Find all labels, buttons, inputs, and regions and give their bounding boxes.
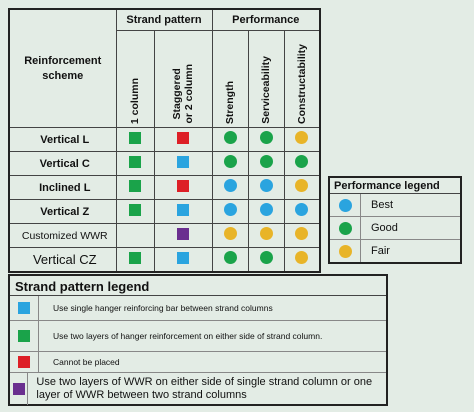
rating-dot — [259, 154, 273, 168]
reinforcement-table: Reinforcement scheme Strand pattern Perf… — [8, 8, 321, 273]
strand-marker — [177, 251, 189, 264]
strand-legend-item: Cannot be placed — [10, 352, 386, 373]
strand-legend-text: Use single hanger reinforcing bar betwee… — [53, 303, 273, 313]
row-label: Vertical L — [8, 127, 117, 152]
row-label: Vertical CZ — [8, 247, 117, 273]
strand-marker — [129, 203, 141, 216]
legend-label: Fair — [371, 245, 390, 257]
row-label: Vertical Z — [8, 199, 117, 224]
rating-dot — [295, 154, 309, 168]
blue-dot-icon — [338, 198, 352, 212]
blue-square-icon — [18, 302, 30, 314]
strand-legend-title: Strand pattern legend — [10, 276, 386, 296]
rating-dot — [223, 250, 237, 264]
col-strength-header: Strength — [211, 30, 249, 128]
table-row: Customized WWR — [8, 223, 321, 248]
performance-header: Performance — [211, 8, 321, 31]
rating-dot — [259, 178, 273, 192]
rating-dot — [259, 250, 273, 264]
table-row: Inclined L — [8, 175, 321, 200]
rating-dot — [259, 226, 273, 240]
rating-dot — [259, 130, 273, 144]
rating-dot — [295, 130, 309, 144]
strand-marker — [177, 179, 189, 192]
rating-dot — [295, 226, 309, 240]
strand-marker — [177, 131, 189, 144]
strand-legend-text: Cannot be placed — [53, 357, 120, 367]
rating-dot — [223, 154, 237, 168]
legend-item-fair: Fair — [330, 240, 460, 262]
table-row: Vertical Z — [8, 199, 321, 224]
table-row: Vertical CZ — [8, 247, 321, 273]
strand-legend-text: Use two layers of hanger reinforcement o… — [53, 331, 323, 341]
strand-legend-item: Use single hanger reinforcing bar betwee… — [10, 296, 386, 321]
col-serviceability-header: Serviceability — [247, 30, 285, 128]
table-row: Vertical C — [8, 151, 321, 176]
strand-pattern-legend: Strand pattern legend Use single hanger … — [8, 274, 388, 406]
legend-item-best: Best — [330, 194, 460, 217]
strand-marker — [129, 251, 141, 264]
rating-dot — [223, 130, 237, 144]
rating-dot — [295, 202, 309, 216]
green-dot-icon — [338, 221, 352, 235]
strand-marker — [129, 131, 141, 144]
performance-legend: Performance legend Best Good Fair — [328, 176, 462, 264]
col-constructability-header: Constructability — [283, 30, 321, 128]
strand-marker — [177, 203, 189, 216]
strand-legend-item: Use two layers of WWR on either side of … — [10, 373, 386, 405]
table-row: Vertical L — [8, 127, 321, 152]
strand-marker — [129, 179, 141, 192]
strand-marker — [129, 155, 141, 168]
strand-marker — [177, 155, 189, 168]
scheme-header: Reinforcement scheme — [8, 8, 117, 128]
strand-legend-text: Use two layers of WWR on either side of … — [36, 376, 373, 401]
performance-legend-title: Performance legend — [330, 178, 460, 194]
row-label: Inclined L — [8, 175, 117, 200]
purple-square-icon — [12, 383, 25, 395]
strand-marker — [177, 227, 189, 240]
legend-label: Best — [371, 199, 394, 211]
row-label: Vertical C — [8, 151, 117, 176]
rating-dot — [259, 202, 273, 216]
yellow-dot-icon — [338, 244, 352, 258]
green-square-icon — [18, 330, 30, 342]
rating-dot — [223, 226, 237, 240]
strand-legend-item: Use two layers of hanger reinforcement o… — [10, 321, 386, 352]
rating-dot — [223, 178, 237, 192]
strand-pattern-header: Strand pattern — [115, 8, 213, 31]
rating-dot — [295, 178, 309, 192]
col-1-column-header: 1 column — [115, 30, 155, 128]
row-label: Customized WWR — [8, 223, 117, 248]
red-square-icon — [18, 356, 30, 368]
legend-label: Good — [371, 222, 398, 234]
rating-dot — [295, 250, 309, 264]
legend-item-good: Good — [330, 217, 460, 240]
rating-dot — [223, 202, 237, 216]
